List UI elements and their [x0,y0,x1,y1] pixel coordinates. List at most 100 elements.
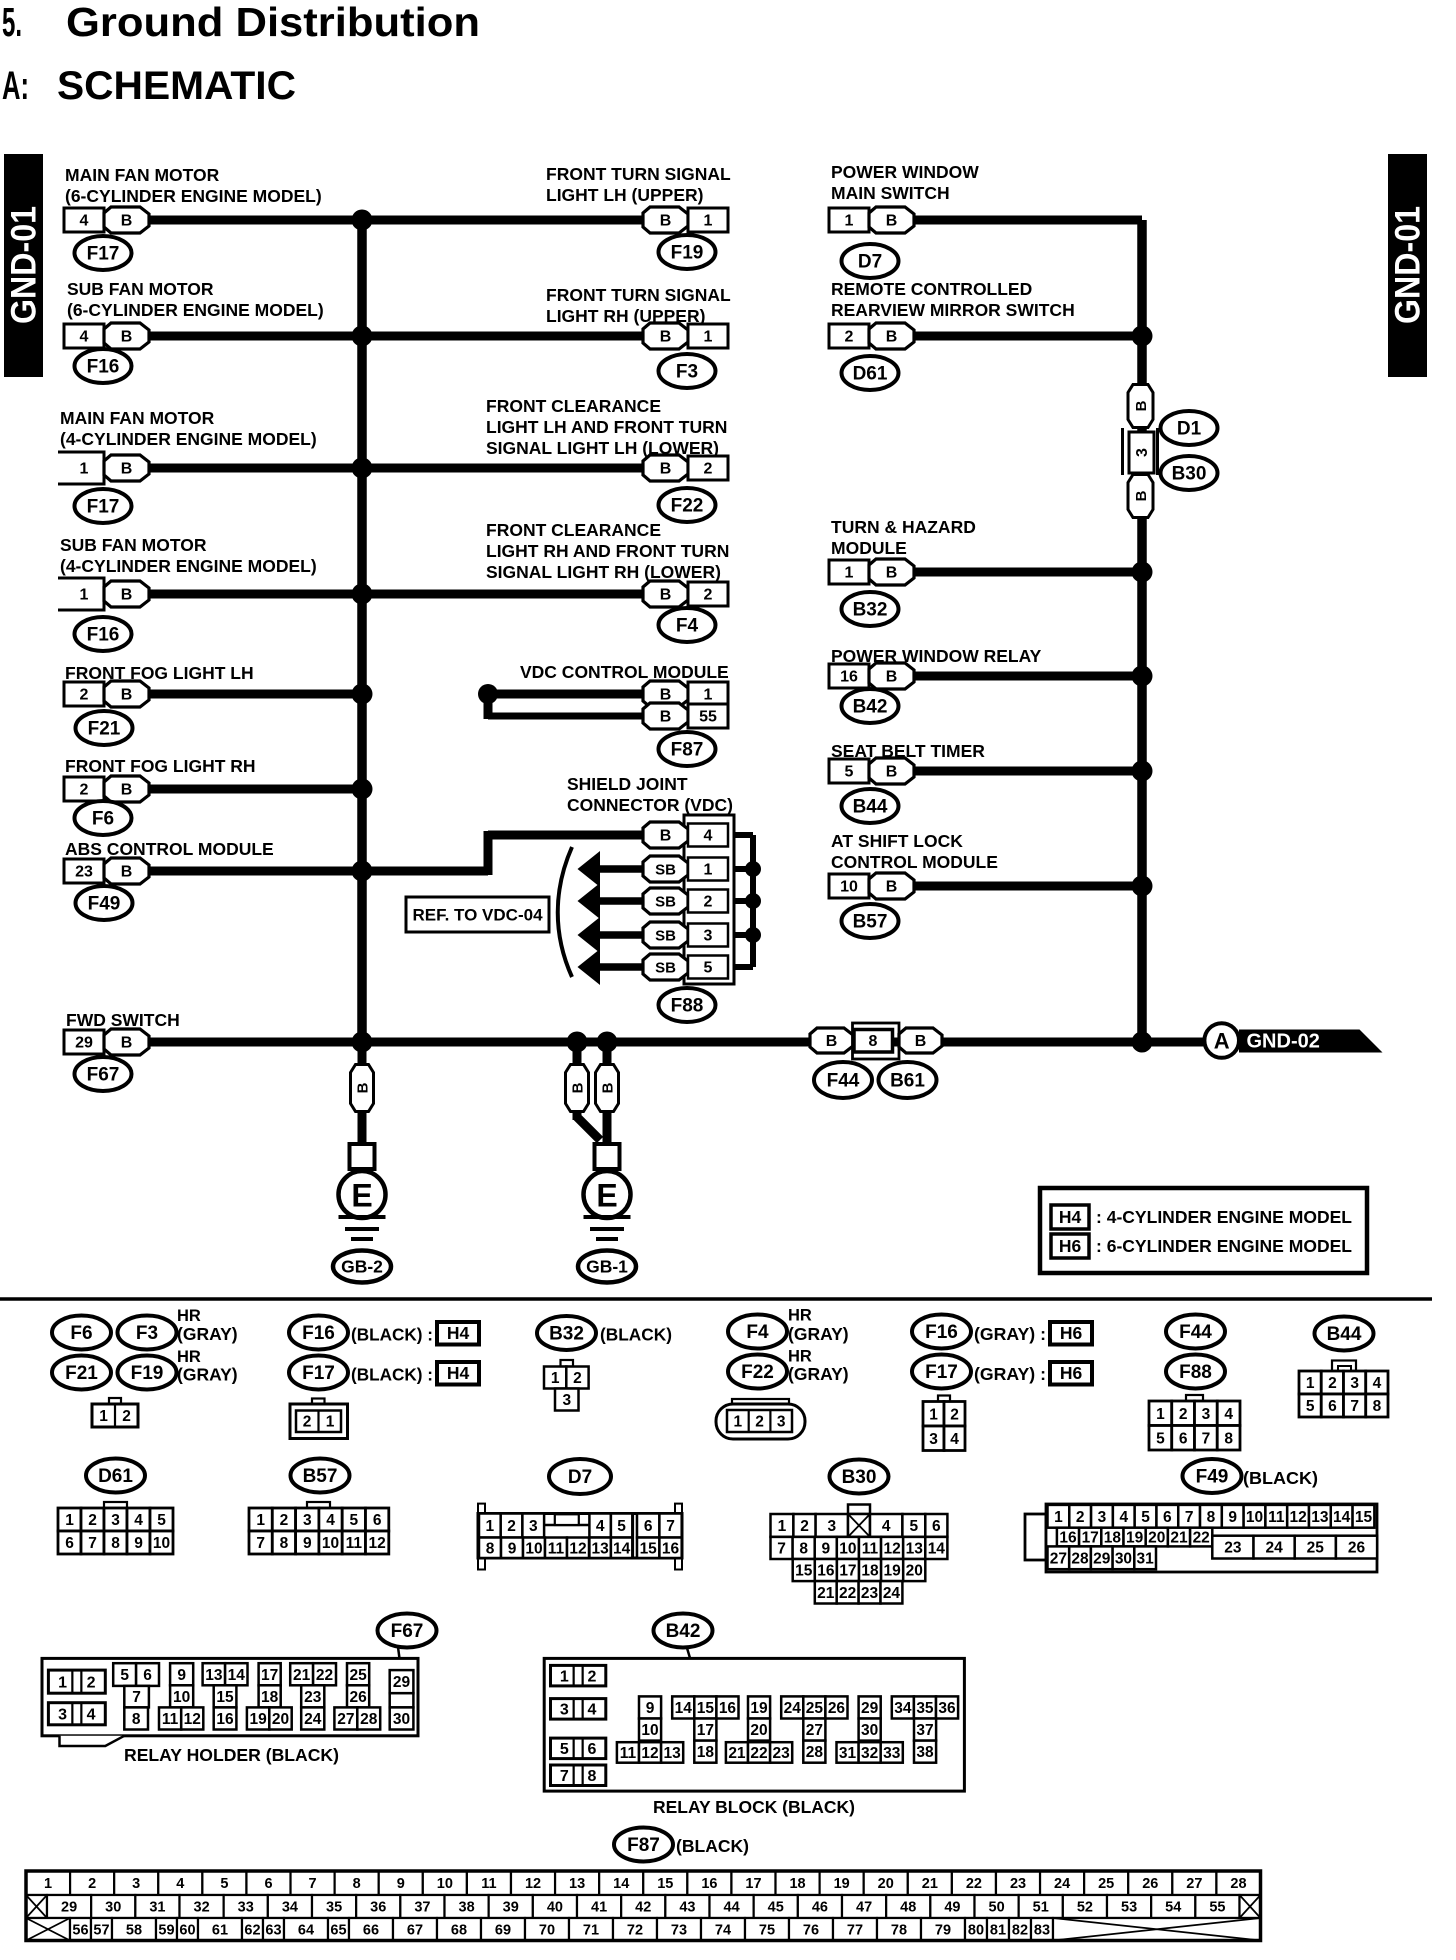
svg-text:78: 78 [891,1922,907,1938]
svg-text:14: 14 [675,1700,693,1717]
svg-text:7: 7 [309,1876,317,1892]
svg-text:6: 6 [264,1876,272,1892]
svg-text:8: 8 [1373,1398,1382,1415]
svg-text:20: 20 [906,1563,923,1580]
svg-text:B: B [121,213,133,230]
svg-text:9: 9 [508,1540,517,1557]
svg-text:POWER WINDOW: POWER WINDOW [831,162,979,182]
svg-text:SHIELD JOINT: SHIELD JOINT [567,774,688,794]
svg-text:3: 3 [562,1392,571,1409]
svg-text:8: 8 [486,1540,495,1557]
svg-text:B: B [121,864,133,881]
svg-text:3: 3 [929,1431,938,1448]
svg-text:F67: F67 [391,1621,424,1642]
svg-text:40: 40 [547,1900,563,1916]
svg-text:16: 16 [719,1700,737,1717]
svg-text:25: 25 [1098,1876,1114,1892]
svg-text:SB: SB [655,959,676,976]
svg-text:27: 27 [1050,1550,1067,1567]
svg-text:16: 16 [1059,1530,1077,1547]
svg-text:23: 23 [861,1585,879,1602]
svg-text:33: 33 [883,1745,901,1762]
svg-text:RELAY BLOCK (BLACK): RELAY BLOCK (BLACK) [653,1797,855,1817]
svg-text:16: 16 [817,1563,835,1580]
svg-text:(BLACK) :: (BLACK) : [351,1365,433,1385]
svg-text:10: 10 [173,1689,190,1706]
svg-text:66: 66 [363,1922,379,1938]
svg-text:7: 7 [1350,1398,1359,1415]
svg-text:9: 9 [397,1876,405,1892]
svg-text:12: 12 [1289,1509,1306,1526]
svg-text:70: 70 [539,1922,555,1938]
svg-text:55: 55 [699,709,717,726]
svg-text:(4-CYLINDER ENGINE MODEL): (4-CYLINDER ENGINE MODEL) [60,556,317,576]
svg-text:F3: F3 [676,362,698,383]
svg-text:1: 1 [1306,1375,1315,1392]
svg-text:5: 5 [350,1512,359,1529]
svg-text:B: B [660,587,672,604]
svg-text:SB: SB [655,861,676,878]
svg-text:2: 2 [704,894,713,911]
svg-text:48: 48 [900,1900,916,1916]
svg-text:76: 76 [803,1922,819,1938]
svg-text:61: 61 [212,1922,228,1938]
svg-text:8: 8 [1224,1430,1233,1447]
svg-text:41: 41 [591,1900,607,1916]
svg-text:25: 25 [806,1700,824,1717]
svg-text:B44: B44 [1327,1324,1362,1345]
svg-text:F67: F67 [87,1065,120,1086]
svg-text:10: 10 [1246,1509,1263,1526]
svg-text:19: 19 [249,1711,267,1728]
svg-text:14: 14 [228,1667,246,1684]
svg-text:15: 15 [697,1700,715,1717]
svg-text:15: 15 [1355,1509,1373,1526]
svg-text:17: 17 [697,1722,714,1739]
svg-text:MAIN FAN MOTOR: MAIN FAN MOTOR [60,408,215,428]
svg-text:1: 1 [65,1512,74,1529]
svg-text:F44: F44 [827,1071,860,1092]
svg-text:SB: SB [655,927,676,944]
svg-text:4: 4 [950,1431,959,1448]
svg-text:8: 8 [799,1540,808,1557]
svg-text:A:: A: [2,64,29,108]
svg-text:(6-CYLINDER ENGINE MODEL): (6-CYLINDER ENGINE MODEL) [67,300,324,320]
svg-text:F19: F19 [671,243,704,264]
svg-text:13: 13 [1311,1509,1329,1526]
svg-text:5: 5 [1141,1509,1150,1526]
svg-text:11: 11 [162,1711,179,1728]
svg-text:16: 16 [701,1876,717,1892]
svg-text:Ground Distribution: Ground Distribution [66,0,480,45]
svg-text:5: 5 [120,1667,129,1684]
svg-text:4: 4 [588,1702,597,1719]
svg-text:26: 26 [349,1689,367,1706]
svg-text:MODULE: MODULE [831,538,907,558]
svg-text:B: B [121,1035,133,1052]
svg-text:6: 6 [932,1518,941,1535]
svg-text:F44: F44 [1179,1322,1212,1343]
svg-text:F16: F16 [302,1323,335,1344]
svg-text:SIGNAL LIGHT RH (LOWER): SIGNAL LIGHT RH (LOWER) [486,562,721,582]
svg-text:31: 31 [839,1745,857,1762]
svg-text:F87: F87 [671,740,704,761]
svg-text:B: B [886,879,898,896]
svg-text:4: 4 [704,828,713,845]
svg-text:HR: HR [788,1307,812,1325]
svg-text:11: 11 [862,1540,879,1557]
svg-text:1: 1 [704,862,713,879]
svg-text:5: 5 [220,1876,228,1892]
svg-text:2: 2 [80,782,89,799]
svg-text:4: 4 [87,1706,96,1723]
svg-text:37: 37 [414,1900,430,1916]
svg-text:(GRAY) :: (GRAY) : [974,1364,1046,1384]
svg-text:F22: F22 [741,1362,774,1383]
svg-text:: 4-CYLINDER ENGINE MODEL: : 4-CYLINDER ENGINE MODEL [1096,1207,1352,1227]
svg-text:B57: B57 [853,912,888,933]
svg-text:B61: B61 [890,1071,925,1092]
svg-text:2: 2 [1328,1375,1337,1392]
svg-text:6: 6 [644,1518,653,1535]
svg-text:2: 2 [1179,1406,1188,1423]
svg-text:B: B [354,1082,371,1093]
svg-text:18: 18 [789,1876,805,1892]
svg-text:F49: F49 [88,894,121,915]
svg-text:23: 23 [304,1689,322,1706]
